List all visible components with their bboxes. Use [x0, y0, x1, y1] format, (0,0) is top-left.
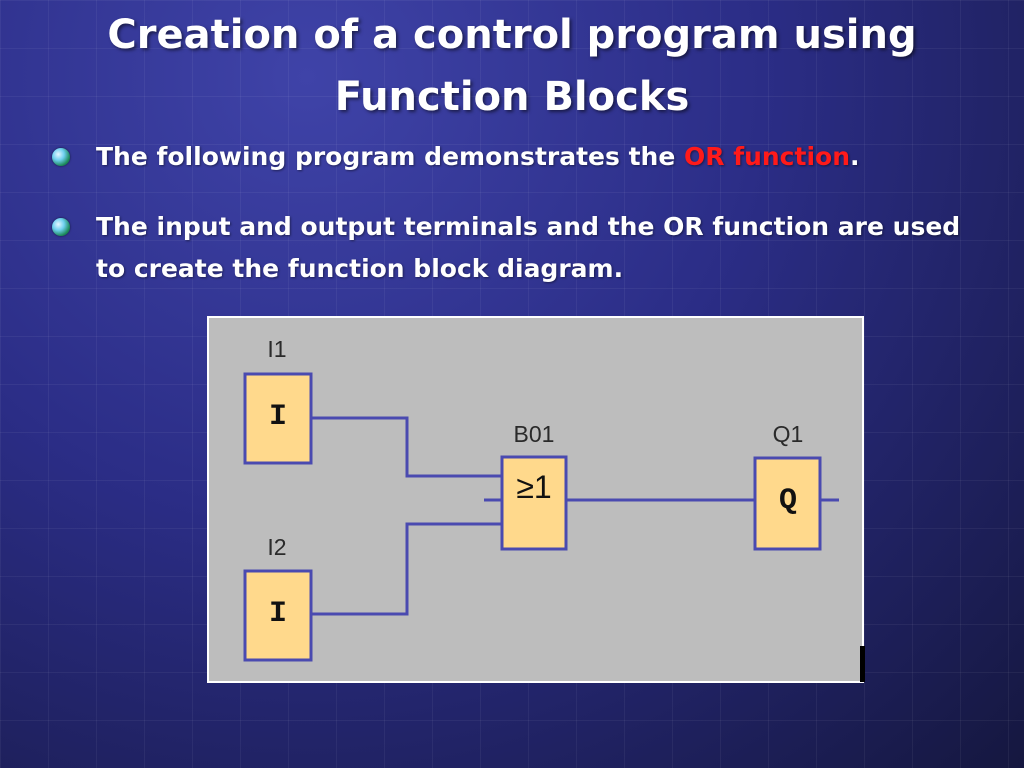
block-symbol-i2: I: [269, 597, 287, 631]
function-block-diagram: I1 I I2 I B01 ≥1 Q1 Q: [207, 316, 864, 683]
title-line-2: Function Blocks: [334, 74, 690, 120]
or-function-block-b01: [500, 455, 568, 551]
block-symbol-b01: ≥1: [516, 469, 551, 505]
or-function-highlight: OR function: [684, 142, 850, 171]
wire-i1-to-b01: [311, 416, 502, 478]
block-symbol-i1: I: [269, 400, 287, 434]
slide-title: Creation of a control program using Func…: [0, 4, 1024, 128]
input-block-i2: [243, 569, 313, 662]
output-block-q1: [753, 456, 822, 551]
globe-bullet-icon: [52, 218, 70, 236]
bullet-item-1: The following program demonstrates the O…: [52, 136, 996, 178]
wires: [311, 416, 839, 616]
block-label-q1: Q1: [773, 421, 804, 447]
bullet-1-period: .: [850, 142, 860, 171]
bullet-2-line-1: The input and output terminals and the O…: [96, 212, 961, 241]
bullet-2-line-2: to create the function block diagram.: [96, 254, 624, 283]
fbd-canvas: I1 I I2 I B01 ≥1 Q1 Q: [243, 336, 839, 662]
wire-i2-to-b01: [311, 522, 502, 616]
title-line-1: Creation of a control program using: [107, 12, 917, 58]
block-label-i2: I2: [267, 534, 286, 560]
block-symbol-q1: Q: [779, 484, 797, 518]
black-edge-mark: [860, 646, 865, 682]
bullet-1-text: The following program demonstrates the: [96, 142, 684, 171]
block-label-b01: B01: [514, 421, 555, 447]
bullet-item-2: The input and output terminals and the O…: [52, 206, 996, 290]
block-label-i1: I1: [267, 336, 286, 362]
globe-bullet-icon: [52, 148, 70, 166]
input-block-i1: [243, 372, 313, 465]
